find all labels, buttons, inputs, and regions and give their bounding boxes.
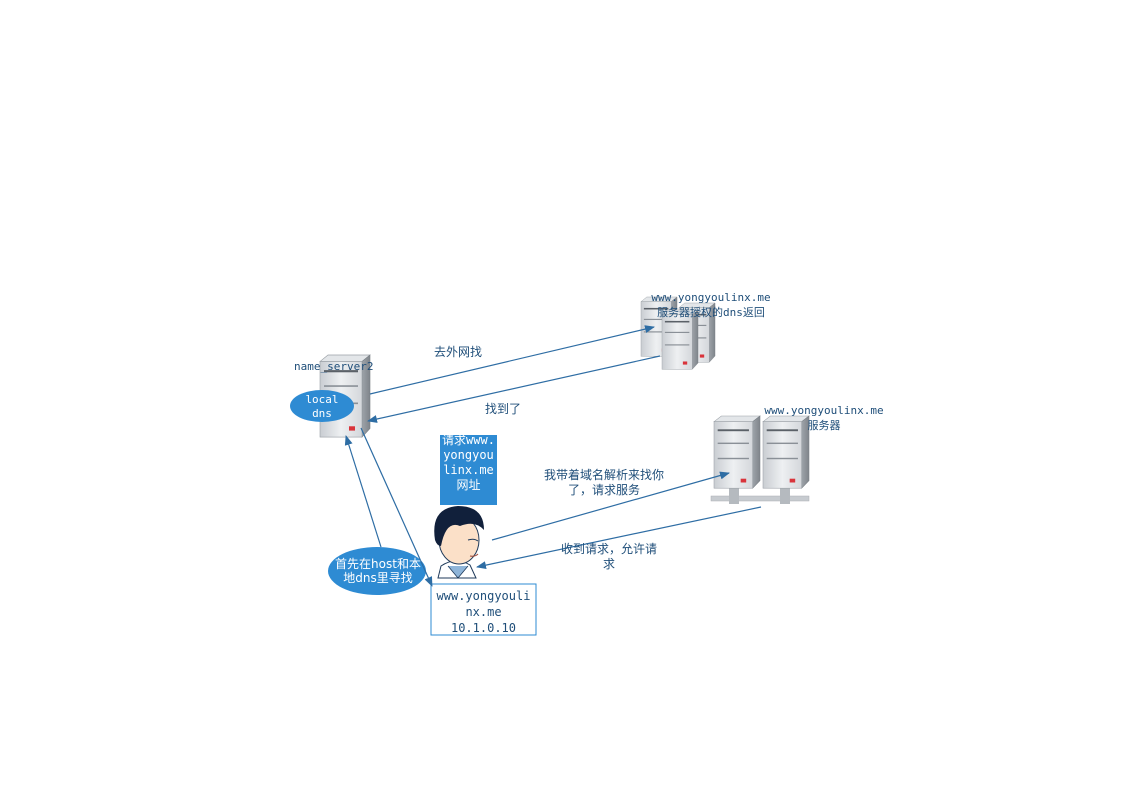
edge-to-external-label: 去外网找 — [434, 345, 483, 359]
arrow-dns-to-address — [360, 427, 433, 587]
local-dns-badge — [290, 390, 354, 422]
address-box-label: www.yongyouli nx.me 10.1.0.10 — [431, 588, 536, 636]
address-box — [430, 583, 537, 636]
web-server-icon — [710, 415, 810, 504]
arrow-received — [476, 506, 762, 570]
arrow-found — [367, 355, 661, 423]
request-box-label: 请求www.yongyoulinx.me网址 — [442, 433, 495, 492]
address-line-1: www.yongyouli — [436, 589, 531, 603]
arrow-host-to-dns — [344, 435, 382, 548]
address-line-3: 10.1.0.10 — [450, 621, 517, 635]
local-dns-label: local dns — [296, 393, 348, 421]
local-dns-text: local dns — [305, 393, 339, 420]
address-line-2: nx.me — [465, 605, 502, 619]
request-box — [440, 435, 497, 505]
arrow-to-external — [369, 325, 655, 395]
host-lookup-label: 首先在host和本地dns里寻找 — [335, 557, 421, 585]
user-person-icon — [434, 506, 484, 579]
auth-dns-label: www.yongyoulinx.me服务器授权的dns返回 — [651, 291, 771, 319]
host-lookup-ellipse — [328, 547, 426, 595]
web-server-label: www.yongyoulinx.me 服务器 — [764, 404, 884, 432]
name-server-title: name_server2 — [294, 360, 374, 373]
arrow-request-service — [491, 471, 730, 541]
edge-request-service-label: 我带着域名解析来找你了，请求服务 — [543, 468, 664, 497]
edge-received-label: 收到请求，允许请求 — [560, 542, 657, 571]
edge-found-label: 找到了 — [485, 402, 522, 416]
